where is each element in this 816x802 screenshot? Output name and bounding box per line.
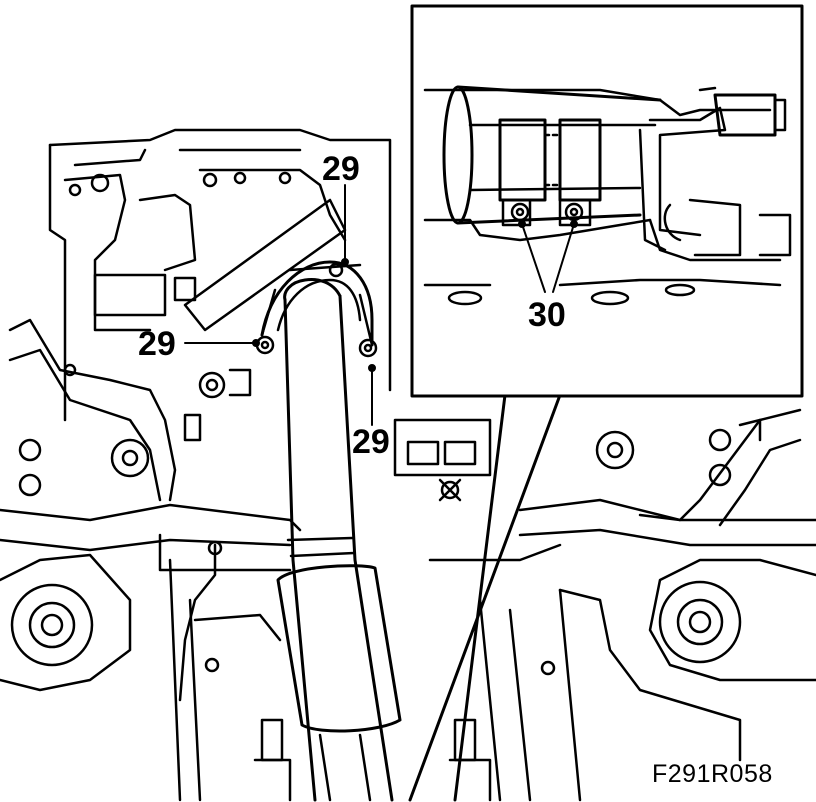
callout-30-inset: 30 xyxy=(528,296,566,334)
inset-frame xyxy=(410,4,804,398)
callout-30-leaders xyxy=(518,220,578,293)
inset-detail xyxy=(423,85,792,306)
callout-29-leaders xyxy=(184,184,376,426)
exhaust-downpipe xyxy=(276,278,402,802)
inset-pointer xyxy=(408,393,562,802)
flange-bolt-top xyxy=(328,262,344,278)
callout-29-right: 29 xyxy=(352,423,390,461)
callout-29-top: 29 xyxy=(322,150,360,188)
exhaust-flange xyxy=(260,260,374,347)
flange-bolt-right xyxy=(358,338,378,358)
callout-29-left: 29 xyxy=(138,325,176,363)
figure-id: F291R058 xyxy=(652,760,773,788)
underbody-structure xyxy=(0,128,816,802)
clamp-bolt-left xyxy=(510,202,530,222)
